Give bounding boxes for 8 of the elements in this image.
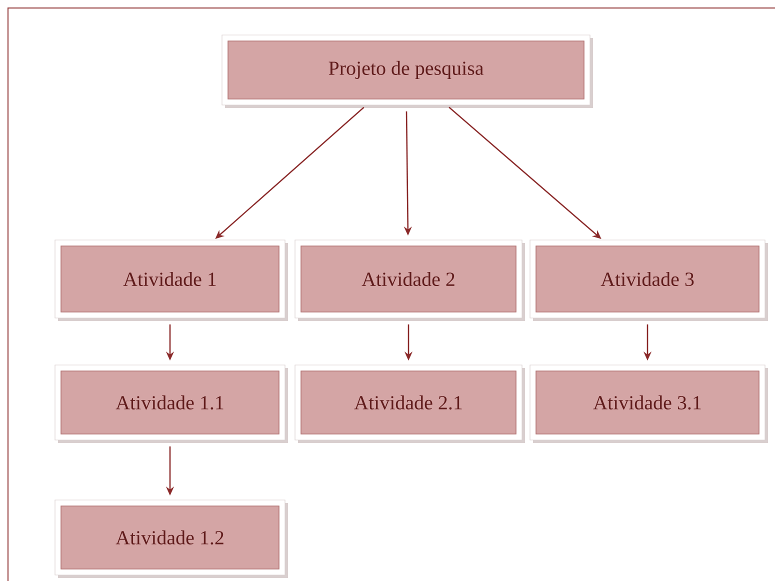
process-box: Atividade 2 [294,240,525,321]
process-box: Atividade 2.1 [294,364,525,443]
process-box: Atividade 3.1 [530,364,768,443]
process-box: Atividade 1.1 [54,364,288,443]
process-box: Atividade 3 [530,240,768,321]
process-box: Projeto de pesquisa [222,34,593,108]
process-box: Atividade 1.2 [54,500,288,578]
process-box: Atividade 1 [54,240,288,321]
